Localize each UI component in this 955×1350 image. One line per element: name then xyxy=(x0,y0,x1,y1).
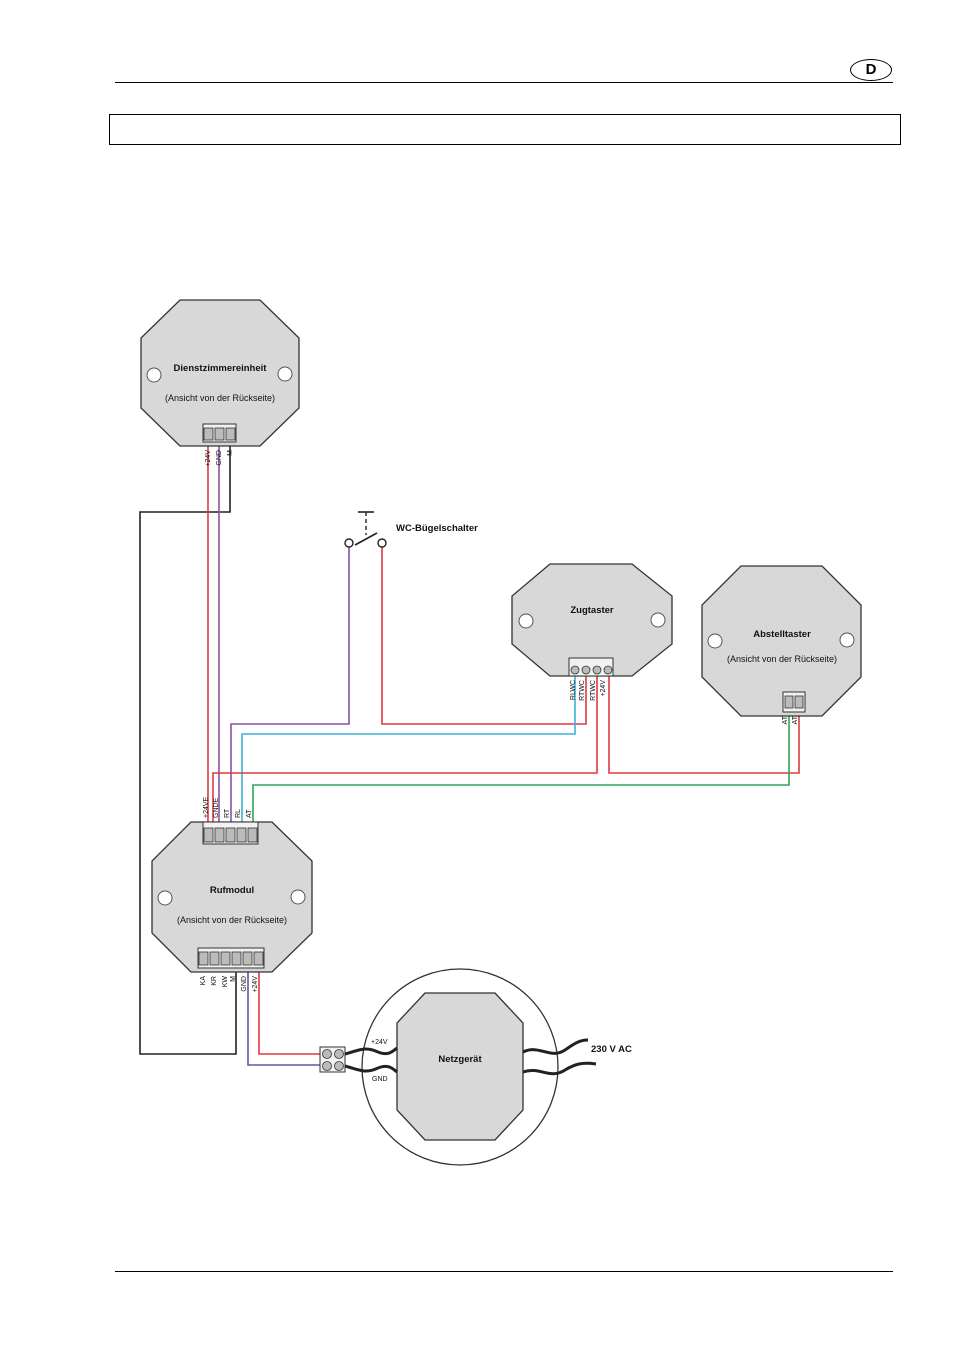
netzgeraet-name: Netzgerät xyxy=(438,1054,482,1065)
pin-rm-m: M xyxy=(230,976,237,982)
lead-gnd xyxy=(344,1064,398,1074)
pin-rm-gnde: GNDE xyxy=(213,797,220,818)
rufmodul-note: (Ansicht von der Rückseite) xyxy=(177,915,287,925)
octagon-netzgeraet xyxy=(396,992,524,1141)
header-rule xyxy=(115,82,893,83)
unit-dienstzimmereinheit: Dienstzimmereinheit (Ansicht von der Rüc… xyxy=(140,299,300,467)
terminal-block-rufmodul-bottom xyxy=(197,947,265,969)
netz-pin-24v: +24V xyxy=(371,1039,388,1046)
pin-rm-rt: RT xyxy=(224,808,231,818)
wire-gnd-netz xyxy=(247,972,321,1066)
pin-rm-gnd: GND xyxy=(241,976,248,992)
octagon-zugtaster xyxy=(511,563,673,677)
footer-rule xyxy=(115,1271,893,1272)
pin-zt-rtwc-1: RTWC xyxy=(579,680,586,701)
unit-wc-switch: WC-Bügelschalter xyxy=(344,511,478,548)
mount-hole-left xyxy=(157,890,173,906)
unit-zugtaster: Zugtaster RLWC RTWC RTWC +24V xyxy=(511,563,673,701)
wire-24v-netz xyxy=(258,972,321,1055)
mains-label: 230 V AC xyxy=(591,1044,632,1055)
wire-rl-cyan xyxy=(241,676,576,822)
wire-wc-right xyxy=(381,546,587,725)
language-badge: D xyxy=(850,59,892,81)
pin-zt-rlwc: RLWC xyxy=(570,680,577,700)
pin-zt-24v: +24V xyxy=(600,680,607,697)
wires xyxy=(139,446,800,1066)
unit-rufmodul: Rufmodul (Ansicht von der Rückseite) +24… xyxy=(151,796,313,993)
terminal-block-dienstzimmer xyxy=(202,423,237,443)
octagon-rufmodul xyxy=(151,821,313,973)
terminal-block-abstelltaster xyxy=(782,691,806,713)
abstelltaster-name: Abstelltaster xyxy=(753,629,811,640)
rufmodul-name: Rufmodul xyxy=(210,885,254,896)
octagon-dienstzimmer xyxy=(140,299,300,447)
dienstzimmer-name: Dienstzimmereinheit xyxy=(174,363,268,374)
pin-at-1: AT xyxy=(782,715,789,724)
mount-hole-left xyxy=(146,367,162,383)
pin-at-2: AT xyxy=(792,715,799,724)
pin-rm-rl: RL xyxy=(235,809,242,818)
wire-wc-left xyxy=(230,546,350,822)
pin-dz-24v: +24V xyxy=(205,450,212,467)
pin-rm-at: AT xyxy=(246,809,253,818)
wire-m-black xyxy=(139,446,237,1055)
lead-24v xyxy=(344,1046,398,1056)
wire-rt-red xyxy=(212,676,598,822)
pin-rm-kw: KW xyxy=(222,976,229,988)
mount-hole-right xyxy=(290,889,306,905)
terminal-block-netzgeraet xyxy=(319,1046,346,1073)
terminal-block-zugtaster xyxy=(568,657,614,677)
octagon-abstelltaster xyxy=(701,565,862,717)
pin-rm-ka: KA xyxy=(200,976,207,986)
mains-lead-2 xyxy=(522,1061,597,1076)
mount-hole-left xyxy=(707,633,723,649)
mount-hole-right xyxy=(277,366,293,382)
switch-contact-left xyxy=(344,538,354,548)
pin-rm-24v: +24V xyxy=(252,976,259,993)
pin-zt-rtwc-2: RTWC xyxy=(590,680,597,701)
unit-abstelltaster: Abstelltaster (Ansicht von der Rückseite… xyxy=(701,565,862,724)
zugtaster-name: Zugtaster xyxy=(570,605,614,616)
mount-hole-left xyxy=(518,613,534,629)
wire-24v-abstell xyxy=(608,676,800,774)
switch-contact-right xyxy=(377,538,387,548)
wire-at-green xyxy=(252,712,790,822)
pin-rm-kr: KR xyxy=(211,976,218,986)
mains-lead-1 xyxy=(522,1038,589,1055)
header-title-box xyxy=(109,114,901,145)
mount-hole-right xyxy=(650,612,666,628)
pin-rm-24ve: +24VE xyxy=(203,796,210,818)
dienstzimmer-note: (Ansicht von der Rückseite) xyxy=(165,393,275,403)
pin-dz-gnd: GND xyxy=(216,450,223,466)
pin-dz-m: M xyxy=(227,450,234,456)
terminal-block-rufmodul-top xyxy=(202,821,259,845)
unit-netzgeraet: Netzgerät +24V GND 230 V AC xyxy=(319,968,632,1166)
abstelltaster-note: (Ansicht von der Rückseite) xyxy=(727,654,837,664)
netz-pin-gnd: GND xyxy=(372,1076,388,1083)
wc-switch-name: WC-Bügelschalter xyxy=(396,523,478,534)
mount-hole-right xyxy=(839,632,855,648)
